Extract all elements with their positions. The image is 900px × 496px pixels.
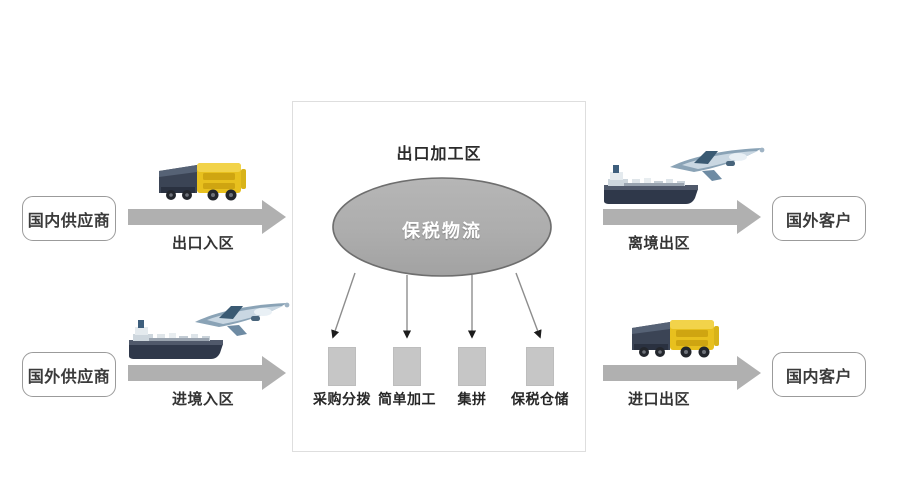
flow-arrow-import-inbound xyxy=(128,356,286,390)
arrow-shaft xyxy=(128,365,262,381)
endpoint-domestic-supplier[interactable]: 国内供应商 xyxy=(22,196,116,241)
service-label: 简单加工 xyxy=(378,392,436,408)
flow-label-import-outbound: 进口出区 xyxy=(628,390,691,408)
truck-icon xyxy=(157,157,249,203)
arrow-shaft xyxy=(128,209,262,225)
flow-arrow-import-outbound xyxy=(603,356,761,390)
ship-plane-icon xyxy=(598,145,768,207)
flow-arrow-export-inbound xyxy=(128,200,286,234)
truck-icon xyxy=(630,314,722,360)
service-box xyxy=(393,347,421,386)
service-box xyxy=(328,347,356,386)
arrow-head xyxy=(262,356,286,390)
flow-label-import-inbound: 进境入区 xyxy=(172,390,235,408)
arrow-shaft xyxy=(603,365,737,381)
endpoint-foreign-customer[interactable]: 国外客户 xyxy=(772,196,866,241)
ellipse-shape xyxy=(332,177,552,277)
flow-label-export-inbound: 出口入区 xyxy=(172,234,235,252)
arrow-head xyxy=(737,200,761,234)
endpoint-domestic-customer[interactable]: 国内客户 xyxy=(772,352,866,397)
arrow-head xyxy=(262,200,286,234)
flow-label-export-outbound: 离境出区 xyxy=(628,234,691,252)
bonded-logistics-ellipse: 保税物流 xyxy=(331,176,553,278)
arrow-head xyxy=(737,356,761,390)
service-label: 采购分拨 xyxy=(313,392,371,408)
arrow-shaft xyxy=(603,209,737,225)
service-label: 集拼 xyxy=(457,392,487,408)
endpoint-foreign-supplier[interactable]: 国外供应商 xyxy=(22,352,116,397)
hub-label: 保税物流 xyxy=(402,221,482,242)
hub-to-service-connectors xyxy=(331,272,542,339)
service-box xyxy=(458,347,486,386)
zone-title: 出口加工区 xyxy=(396,144,482,163)
service-box xyxy=(526,347,554,386)
flow-arrow-export-outbound xyxy=(603,200,761,234)
service-label: 保税仓储 xyxy=(511,392,569,408)
ship-plane-icon xyxy=(123,300,293,362)
